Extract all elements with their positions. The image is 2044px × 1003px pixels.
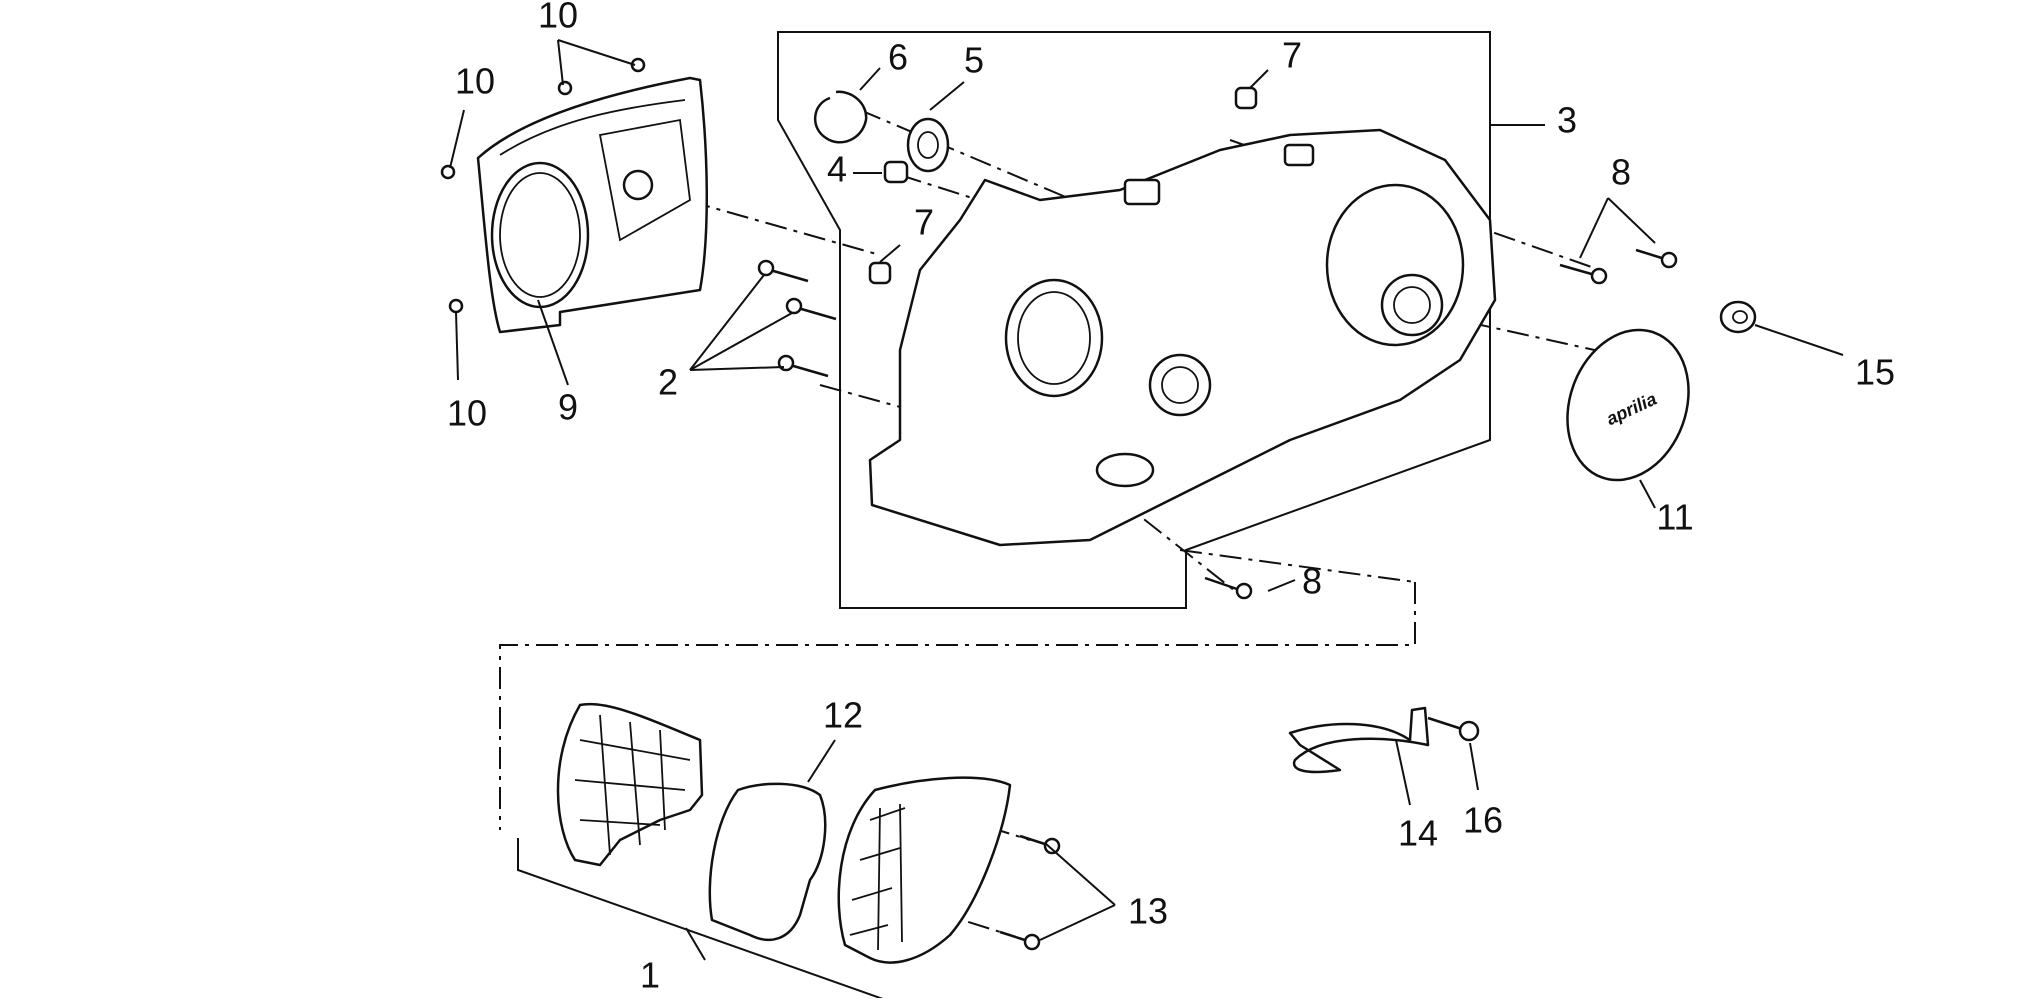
callout-7: 7 [914, 202, 934, 243]
part-7-bush-top [1234, 86, 1258, 110]
callout-2: 2 [658, 362, 678, 403]
outer-grille-cover [837, 776, 1012, 964]
part-11-logo-cap: aprilia [1566, 328, 1690, 482]
callout-7: 7 [1282, 35, 1302, 76]
callout-4: 4 [827, 149, 847, 190]
callout-1: 1 [640, 955, 660, 996]
callout-16: 16 [1463, 800, 1503, 841]
group-frame-3 [777, 31, 1491, 609]
group-frame-1 [517, 838, 898, 1003]
part-6-circlip [814, 90, 868, 144]
part-14-bracket [1288, 706, 1430, 774]
part-4-bush [883, 160, 909, 184]
leader-lines [449, 39, 1844, 961]
callout-10: 10 [455, 61, 495, 102]
part-9-cover-plate [476, 76, 709, 334]
callout-11: 11 [1656, 497, 1693, 538]
part-7-bush-left [868, 261, 892, 285]
callout-10: 10 [538, 0, 578, 36]
callout-10: 10 [447, 393, 487, 434]
callout-12: 12 [823, 695, 863, 736]
part-15 [1719, 300, 1757, 334]
callouts: 1 2 3 4 5 6 7 7 8 8 9 10 10 10 11 12 13 … [447, 0, 1895, 996]
part-12-filter [708, 782, 827, 942]
callout-9: 9 [558, 387, 578, 428]
small-hardware [814, 86, 1258, 285]
callout-14: 14 [1398, 813, 1438, 854]
callout-13: 13 [1128, 891, 1168, 932]
callout-5: 5 [964, 40, 984, 81]
part-3-transmission-cover [868, 128, 1497, 547]
callout-6: 6 [888, 37, 908, 78]
part-1-intake-assembly [556, 702, 1012, 964]
callout-15: 15 [1855, 352, 1895, 393]
part-5-seal [906, 117, 950, 173]
callout-8: 8 [1611, 152, 1631, 193]
callout-3: 3 [1557, 100, 1577, 141]
callout-8: 8 [1302, 561, 1322, 602]
